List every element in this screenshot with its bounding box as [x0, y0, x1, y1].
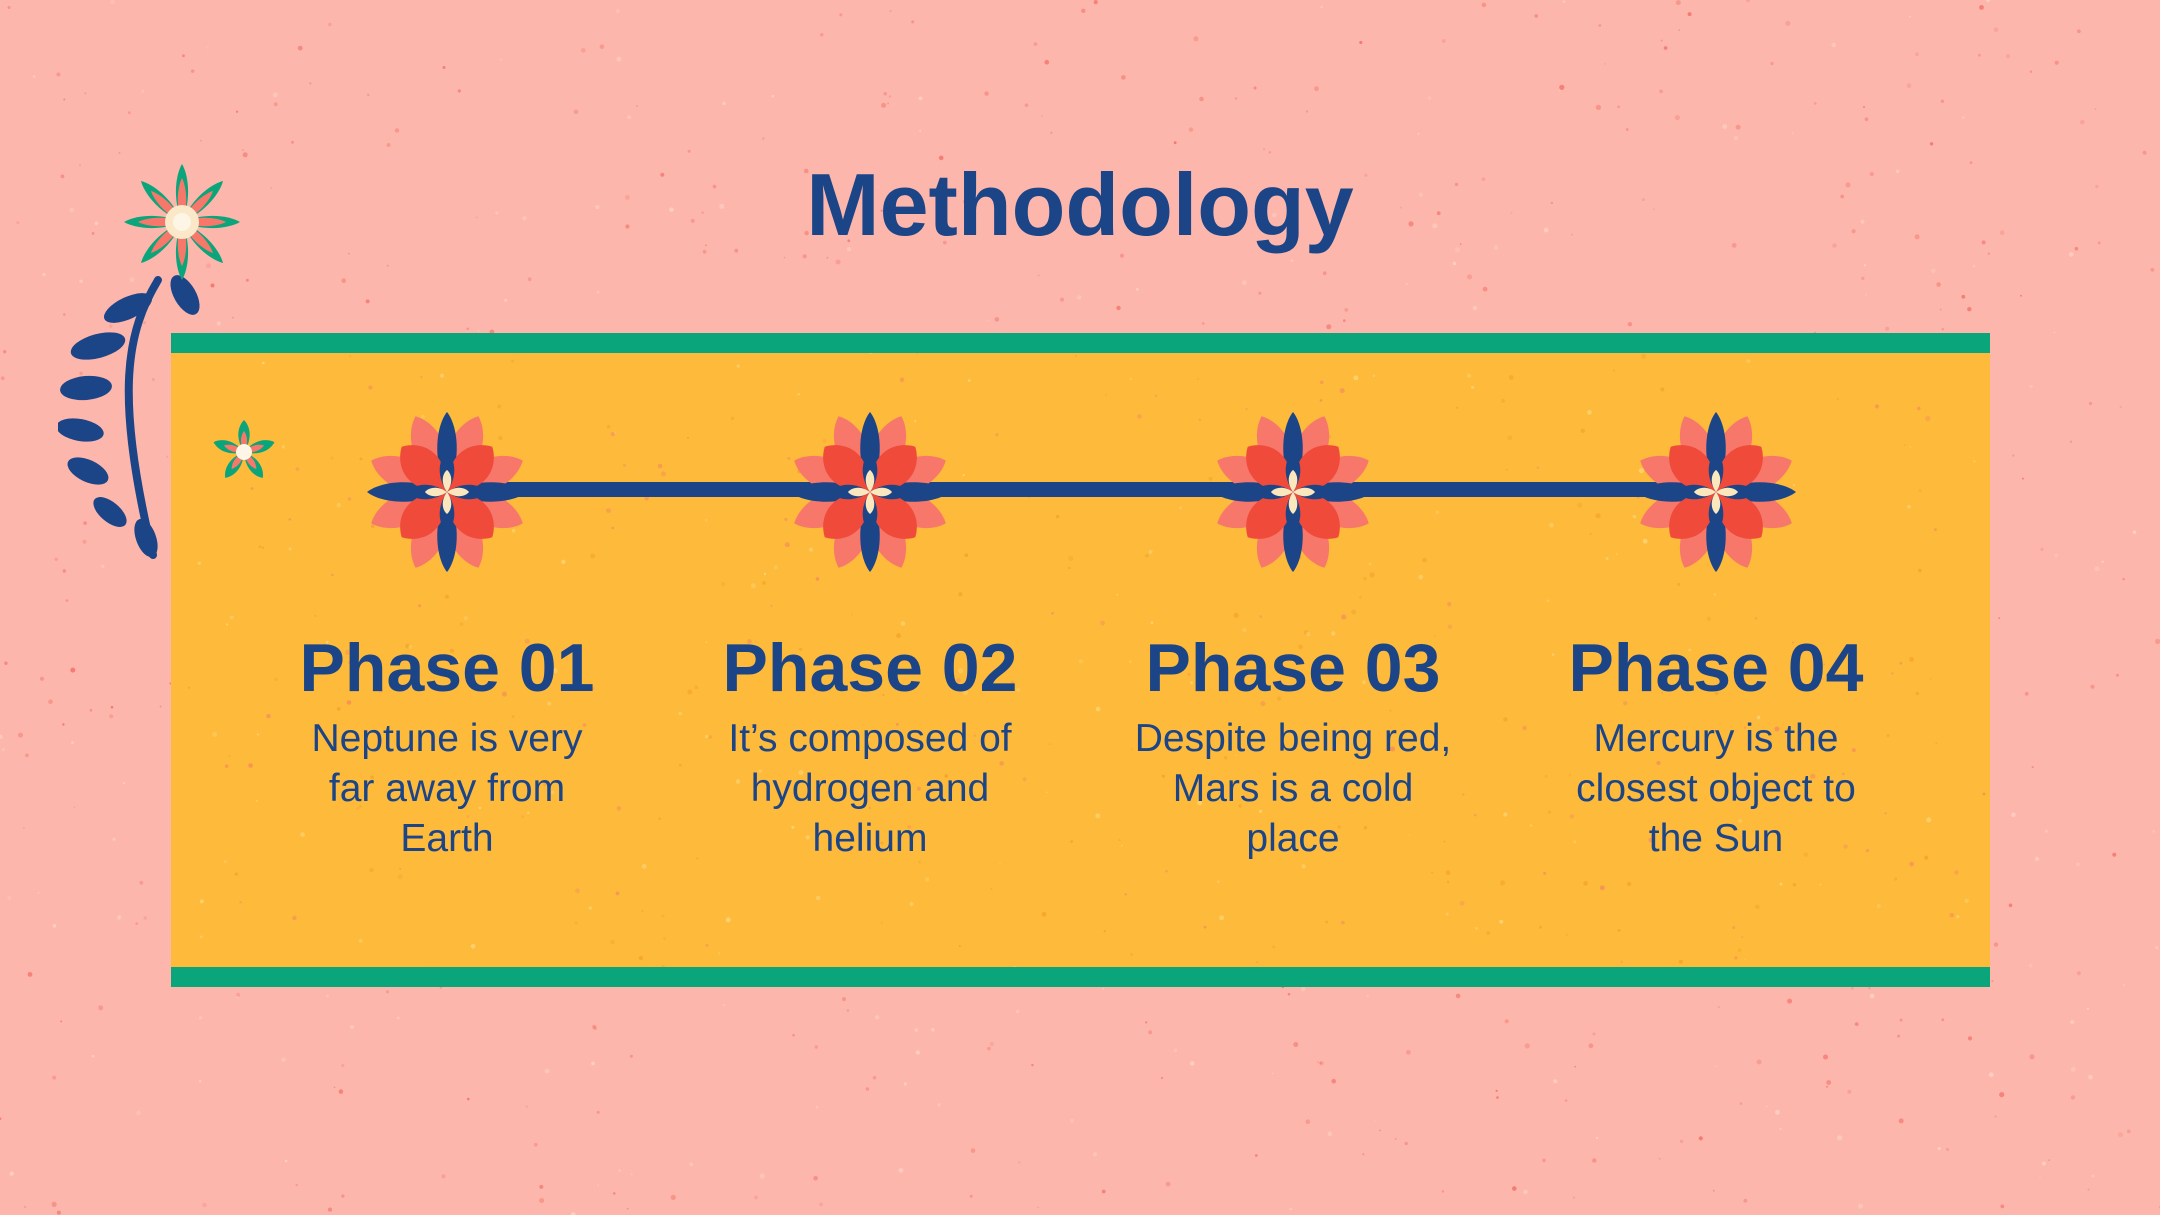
panel-top-band: [171, 333, 1990, 353]
phase-4: Phase 04 Mercury is the closest object t…: [1546, 407, 1886, 864]
panel-bottom-band: [171, 967, 1990, 987]
panel-texture: [171, 333, 1986, 987]
flower-icon: [1213, 412, 1373, 572]
flower-icon: [790, 412, 950, 572]
phase-title: Phase 02: [722, 630, 1018, 706]
phases-panel: Phase 01 Neptune is very far away from E…: [171, 333, 1990, 987]
slide-title: Methodology: [806, 155, 1354, 254]
flower-icon: [1636, 412, 1796, 572]
phase-3: Phase 03 Despite being red, Mars is a co…: [1123, 407, 1463, 864]
phase-description: Mercury is the closest object to the Sun: [1576, 717, 1856, 860]
phase-title: Phase 03: [1145, 630, 1441, 706]
phase-description: It’s composed of hydrogen and helium: [728, 717, 1012, 860]
phase-title: Phase 04: [1568, 630, 1864, 706]
phase-2: Phase 02 It’s composed of hydrogen and h…: [700, 407, 1040, 864]
phase-title: Phase 01: [299, 630, 595, 706]
timeline-connector: [444, 482, 1714, 497]
phase-description: Neptune is very far away from Earth: [311, 717, 583, 860]
phase-description: Despite being red, Mars is a cold place: [1134, 717, 1452, 860]
flower-icon: [367, 412, 527, 572]
vine-decoration-icon: [58, 164, 240, 559]
phase-1: Phase 01 Neptune is very far away from E…: [277, 407, 617, 864]
small-flower-icon: [213, 420, 275, 478]
